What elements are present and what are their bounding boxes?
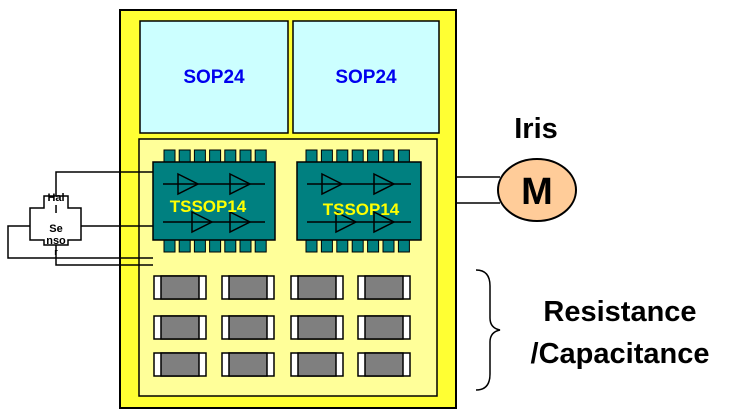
motor-wires [456, 176, 500, 204]
chip-pin [178, 149, 191, 164]
chip-pin [367, 238, 380, 253]
chip-pin [163, 149, 176, 164]
chip-pin [254, 238, 267, 253]
tssop14-chip-2: TSSOP14 [296, 149, 422, 253]
tssop14-label-1: TSSOP14 [170, 197, 247, 216]
passive-component [290, 275, 344, 300]
passive-component [221, 352, 275, 377]
sop24-chip-1: SOP24 [139, 20, 289, 134]
chip-pin [336, 149, 349, 164]
hall-sensor-wires [7, 171, 153, 266]
chip-pin [178, 238, 191, 253]
hall-sensor-label-4: nso [46, 235, 66, 247]
chip-pin [193, 238, 206, 253]
chip-pin [224, 238, 237, 253]
passive-component [357, 315, 411, 340]
hall-sensor-label-2: l [54, 204, 57, 216]
passive-component [290, 352, 344, 377]
chip-pin [320, 149, 333, 164]
hall-sensor-label-1: Hal [47, 192, 64, 204]
passive-component [153, 315, 207, 340]
curly-brace [475, 269, 501, 391]
iris-motor: M [497, 158, 577, 222]
chip-pin [367, 149, 380, 164]
chip-pin [163, 238, 176, 253]
amplifier-icon [307, 172, 411, 234]
chip-pin [382, 149, 395, 164]
passive-components [153, 275, 411, 377]
sop24-label-2: SOP24 [335, 67, 397, 88]
chip-pin [397, 149, 410, 164]
hall-sensor: Hal l Se nso r [29, 192, 82, 257]
chip-pin [224, 149, 237, 164]
passive-component [290, 315, 344, 340]
chip-pin [336, 238, 349, 253]
iris-label: Iris [514, 113, 558, 145]
chip-pin [239, 149, 252, 164]
chip-pin [320, 238, 333, 253]
chip-pin [382, 238, 395, 253]
chip-pin [351, 238, 364, 253]
passive-component [357, 352, 411, 377]
hall-sensor-label-3: Se [49, 223, 62, 235]
tssop14-chip-1: TSSOP14 [152, 149, 276, 253]
passive-component [221, 275, 275, 300]
passive-component [357, 275, 411, 300]
amplifier-icon [163, 172, 265, 234]
chip-pin [397, 238, 410, 253]
sop24-chip-2: SOP24 [292, 20, 440, 134]
capacitance-label: /Capacitance [531, 338, 710, 370]
passive-component [153, 275, 207, 300]
chip-pin [305, 238, 318, 253]
passive-component [221, 315, 275, 340]
chip-pin [239, 238, 252, 253]
hall-sensor-label-5: r [54, 247, 58, 257]
chip-pin [209, 149, 222, 164]
tssop14-label-2: TSSOP14 [323, 200, 400, 219]
resistance-label: Resistance [543, 296, 696, 328]
chip-pin [351, 149, 364, 164]
chip-pin [305, 149, 318, 164]
chip-pin [254, 149, 267, 164]
passive-component [153, 352, 207, 377]
chip-pin [193, 149, 206, 164]
sop24-label-1: SOP24 [183, 67, 245, 88]
motor-symbol: M [521, 171, 553, 213]
chip-pin [209, 238, 222, 253]
